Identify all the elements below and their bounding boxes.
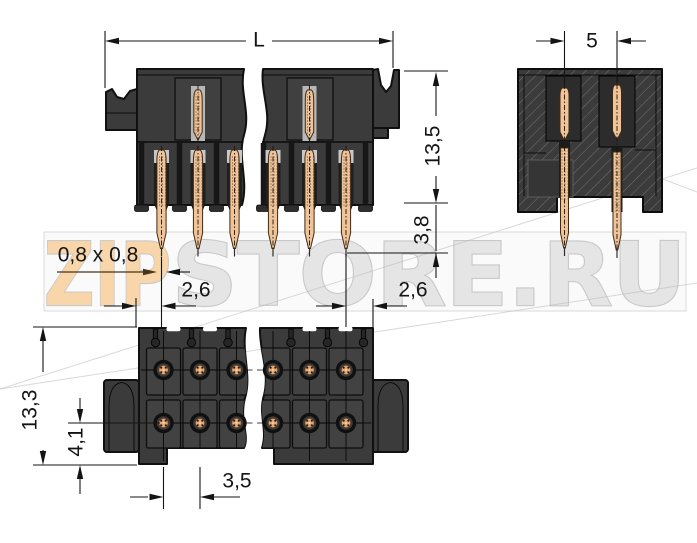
watermark-diagonal-line bbox=[0, 167, 697, 390]
terminal-hole bbox=[184, 359, 216, 381]
section-view bbox=[517, 68, 663, 213]
terminal-hole bbox=[293, 359, 326, 381]
dim-label-pitch-5: 5 bbox=[586, 29, 598, 53]
terminal-holes bbox=[147, 359, 362, 434]
watermark: ZIP STORE.RU bbox=[0, 165, 697, 390]
dim-label-3-8: 3,8 bbox=[410, 215, 434, 245]
terminal-hole bbox=[147, 412, 180, 434]
terminal-hole bbox=[220, 359, 253, 381]
pins bbox=[156, 84, 622, 258]
watermark-store-text: STORE.RU bbox=[172, 224, 686, 326]
left-mounting-flange bbox=[105, 88, 138, 131]
watermark-zip-text: ZIP bbox=[44, 224, 171, 326]
dim-label-2-6-left: 2,6 bbox=[181, 278, 211, 302]
dim-label-pin-cross-section: 0,8 x 0,8 bbox=[57, 243, 139, 267]
terminal-hole bbox=[147, 359, 180, 381]
terminal-hole bbox=[257, 359, 289, 381]
dim-label-total-length: L bbox=[253, 28, 265, 52]
dim-label-4-1: 4,1 bbox=[64, 427, 88, 457]
dim-label-2-6-right: 2,6 bbox=[398, 278, 428, 302]
right-mounting-flange bbox=[370, 379, 409, 453]
dim-label-13-5: 13,5 bbox=[421, 125, 445, 167]
terminal-hole bbox=[184, 412, 216, 434]
terminal-hole bbox=[330, 359, 362, 381]
terminal-hole bbox=[330, 412, 362, 434]
terminal-hole bbox=[220, 412, 253, 434]
bottom-view bbox=[103, 326, 409, 465]
dim-label-3-5: 3,5 bbox=[222, 469, 252, 493]
terminal-hole bbox=[257, 412, 289, 434]
side-view bbox=[105, 68, 400, 213]
right-mounting-flange bbox=[372, 68, 400, 129]
dimension-annotations bbox=[33, 31, 646, 509]
terminal-hole bbox=[293, 412, 326, 434]
dim-label-13-3: 13,3 bbox=[18, 389, 42, 431]
